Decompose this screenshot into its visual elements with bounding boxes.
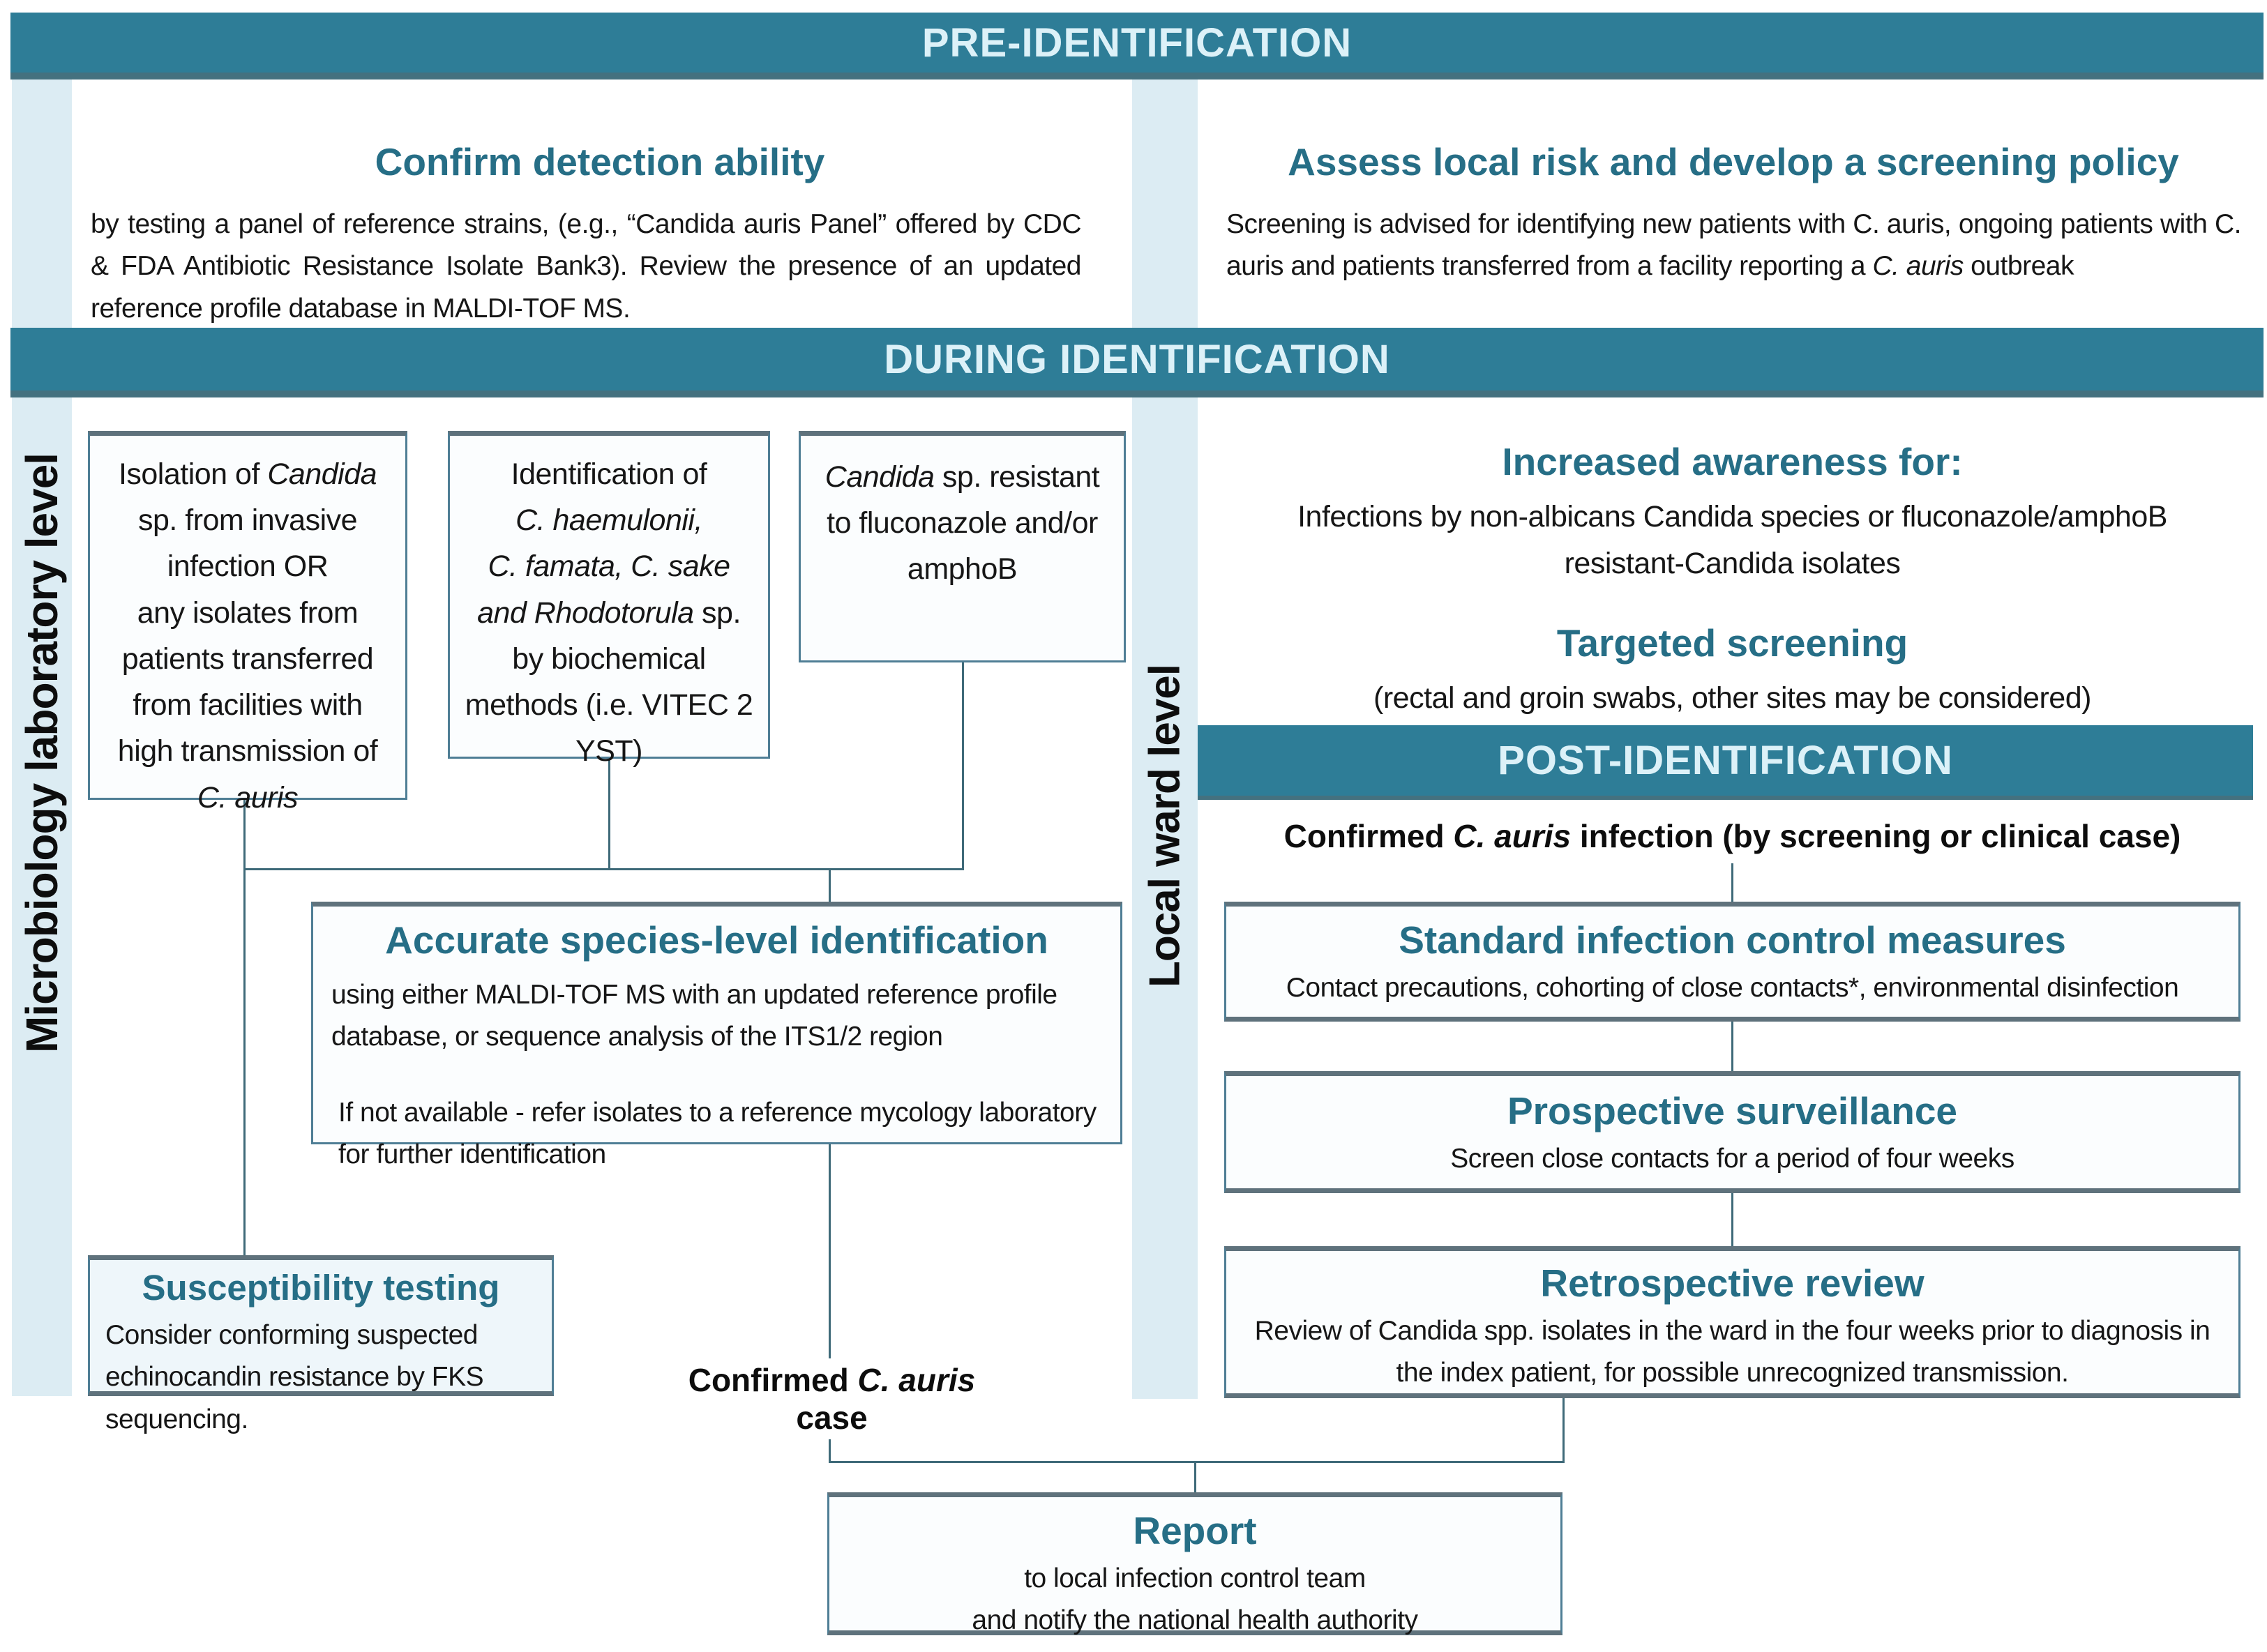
increased-awareness-title: Increased awareness for: [1502,440,1963,483]
connector-identification-down [608,759,610,870]
targeted-screening-body: (rectal and groin swabs, other sites may… [1373,681,2091,715]
connector-prospective-to-retrospective [1731,1193,1733,1248]
targeted-screening-title: Targeted screening [1556,621,1908,665]
standard-control-title: Standard infection control measures [1399,918,2066,962]
retrospective-review-title: Retrospective review [1540,1261,1925,1305]
connector-retrospective-down [1562,1398,1565,1462]
accurate-identification-title: Accurate species-level identification [385,918,1048,962]
connector-drop-to-report [1194,1461,1196,1494]
connector-standard-to-prospective [1731,1022,1733,1073]
connector-drop-to-accurate [829,868,831,903]
connector-bracket-horizontal [829,1461,1565,1463]
accurate-identification-body2: If not available - refer isolates to a r… [338,1097,1097,1170]
label-confirmed-infection: Confirmed C. auris infection (by screeni… [1283,818,2181,854]
label-confirmed-case: Confirmed C. auris case [649,1358,1015,1439]
increased-awareness-body: Infections by non-albicans Candida speci… [1297,500,2167,581]
standard-control-body: Contact precautions, cohorting of close … [1286,972,2179,1003]
sidebar-label-local-ward: Local ward level [1140,665,1189,988]
banner-pre-identification-label: PRE-IDENTIFICATION [921,20,1353,66]
banner-pre-identification: PRE-IDENTIFICATION [10,13,2264,79]
banner-during-identification-label: DURING IDENTIFICATION [884,336,1390,382]
box-prospective-surveillance: Prospective surveillance Screen close co… [1224,1071,2240,1193]
microbiology-level-strip [12,79,72,1396]
connector-infection-to-standard [1731,863,1733,903]
susceptibility-testing-body: Consider conforming suspected echinocand… [105,1319,484,1434]
connector-accurate-down [829,1144,831,1462]
susceptibility-testing-title: Susceptibility testing [142,1268,500,1308]
prospective-surveillance-title: Prospective surveillance [1507,1089,1958,1132]
box-accurate-identification: Accurate species-level identification us… [311,902,1122,1169]
assess-risk-title: Assess local risk and develop a screenin… [1288,140,2179,183]
accurate-identification-body1: using either MALDI-TOF MS with an update… [331,979,1057,1052]
box-retrospective-review: Retrospective review Review of Candida s… [1224,1246,2240,1398]
retrospective-review-body: Review of Candida spp. isolates in the w… [1254,1315,2210,1388]
assess-risk-body: Screening is advised for identifying new… [1226,209,2242,282]
connector-merge-horizontal [243,868,964,870]
banner-post-identification: POST-IDENTIFICATION [1198,725,2253,800]
box-standard-control-measures: Standard infection control measures Cont… [1224,902,2240,1022]
local-ward-level-strip [1132,79,1198,1399]
report-title: Report [1133,1509,1257,1552]
connector-resistant-down [962,662,964,870]
confirm-detection-title: Confirm detection ability [375,140,825,183]
box-susceptibility-testing: Susceptibility testing Consider conformi… [88,1255,554,1434]
confirm-detection-body: by testing a panel of reference strains,… [91,209,1082,324]
banner-during-identification: DURING IDENTIFICATION [10,328,2264,397]
connector-isolation-to-susceptibility [243,800,246,1257]
prospective-surveillance-body: Screen close contacts for a period of fo… [1450,1143,2014,1174]
banner-post-identification-label: POST-IDENTIFICATION [1498,738,1953,783]
